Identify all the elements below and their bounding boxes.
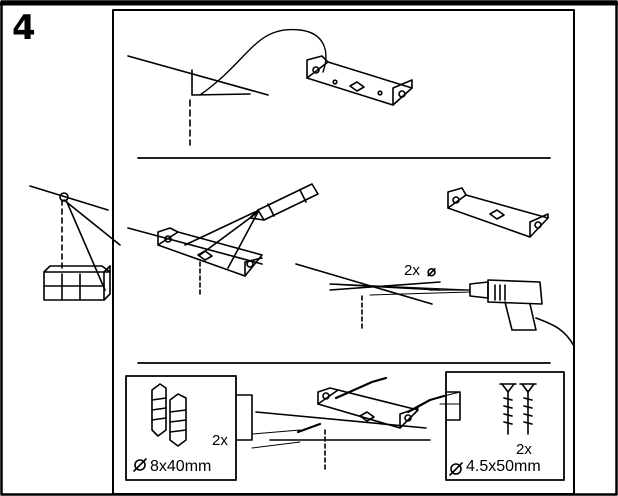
anchor-box <box>125 375 253 481</box>
panel2-marking <box>127 183 319 296</box>
screw-size-label: 4.5x50mm <box>466 458 541 475</box>
panel2-spare-bracket <box>447 187 549 238</box>
diameter-icon <box>134 459 146 471</box>
drill-bit-icon: ⌀ <box>427 263 437 280</box>
panel2-drilling <box>295 263 575 347</box>
mounting-qty-label: 2x <box>212 432 228 449</box>
screw-box <box>445 371 565 481</box>
overview-cabinet-illustration <box>29 185 121 301</box>
panel1-bracket-removal <box>127 28 413 146</box>
anchor-size-label: 8x40mm <box>150 458 212 475</box>
panel3-mounting <box>251 376 461 471</box>
screw-qty-label: 2x <box>516 441 532 458</box>
main-panel <box>112 9 575 495</box>
step-number: 4 <box>12 8 36 48</box>
drill-qty-label: 2x <box>404 262 420 279</box>
diameter-icon <box>450 463 462 475</box>
